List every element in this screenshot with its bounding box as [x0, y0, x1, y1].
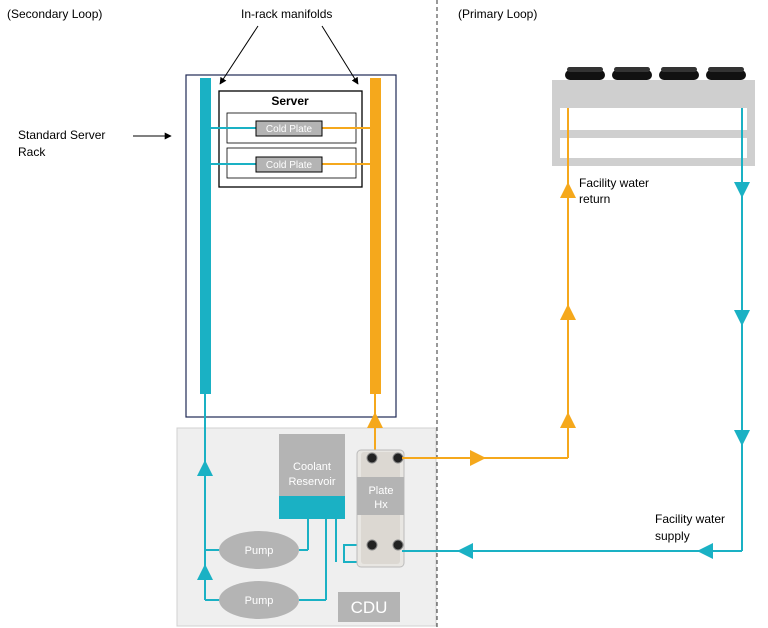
cdu-label: CDU: [351, 598, 388, 617]
manifold-pointer-arrow-left: [219, 25, 259, 85]
dry-cooler-rail-top: [552, 130, 755, 138]
hx-port-top-right: [392, 452, 404, 464]
pump-1-label: Pump: [245, 545, 274, 557]
cold-plate-1: [255, 120, 323, 137]
server-rack: [185, 74, 397, 418]
facility-water-supply-label-line1: Facility water: [655, 512, 725, 526]
coolant-reservoir-label-line2: Reservoir: [288, 476, 335, 488]
coolant-reservoir-label-line1: Coolant: [293, 461, 331, 473]
standard-server-rack-label-line1: Standard Server: [18, 128, 105, 142]
pump-2-label: Pump: [245, 595, 274, 607]
manifold-pointer-arrow-right: [321, 25, 359, 85]
plate-hx-label-box: [357, 477, 404, 515]
dry-cooler-top: [552, 80, 755, 108]
plate-hx-label-line1: Plate: [368, 485, 393, 497]
facility-water-return-label-line2: return: [579, 192, 610, 206]
dry-cooler-rail-bottom: [552, 158, 755, 166]
in-rack-manifolds-label: In-rack manifolds: [241, 7, 332, 21]
standard-server-rack-label-line2: Rack: [18, 145, 46, 159]
dry-cooler-leg-left: [552, 108, 560, 166]
fan-3: [659, 67, 699, 80]
cold-plate-2: [255, 156, 323, 173]
dry-cooler-leg-right: [747, 108, 755, 166]
cold-plate-1-label: Cold Plate: [266, 124, 313, 135]
secondary-loop-title: (Secondary Loop): [7, 7, 102, 21]
fan-2: [612, 67, 652, 80]
coolant-reservoir-fill: [279, 496, 345, 519]
facility-water-return-label-line1: Facility water: [579, 176, 649, 190]
facility-water-supply-label-line2: supply: [655, 529, 690, 543]
server-label: Server: [271, 94, 309, 108]
hot-manifold: [370, 78, 381, 394]
fan-4: [706, 67, 746, 80]
pump-1: [219, 531, 299, 569]
hx-port-bottom-left: [366, 539, 378, 551]
pump-2: [219, 581, 299, 619]
fan-1: [565, 67, 605, 80]
cold-plate-2-label: Cold Plate: [266, 160, 313, 171]
hx-port-top-left: [366, 452, 378, 464]
hx-port-bottom-right: [392, 539, 404, 551]
plate-hx-label-line2: Hx: [374, 499, 388, 511]
primary-loop-title: (Primary Loop): [458, 7, 537, 21]
cdu-label-box: [338, 592, 400, 622]
cold-manifold: [200, 78, 211, 394]
